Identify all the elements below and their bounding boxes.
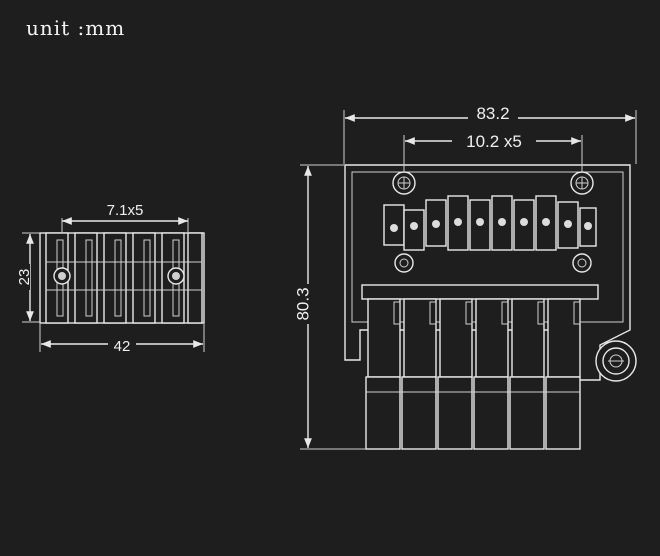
front-width-dimension: 42 (39, 324, 205, 355)
front-height-dimension: 23 (12, 232, 40, 323)
lower-left-mount-hole (394, 253, 414, 273)
top-right-mount-hole (570, 171, 594, 195)
top-view: 83.2 10.2 x5 80.3 (293, 103, 637, 450)
saddle-rail (361, 284, 599, 300)
top-spacing-label: 10.2 x5 (466, 132, 522, 151)
front-view: 7.1x5 23 42 (12, 202, 205, 355)
top-left-mount-hole (392, 171, 416, 195)
unit-label: unit :mm (26, 16, 126, 40)
top-view-saddles (367, 298, 581, 378)
front-right-screw (167, 267, 185, 285)
lower-right-mount-hole (572, 253, 592, 273)
front-spacing-dimension: 7.1x5 (61, 202, 189, 232)
top-spacing-dimension: 10.2 x5 (403, 128, 583, 172)
front-height-label: 23 (16, 269, 33, 286)
arm-socket (595, 340, 637, 382)
front-left-screw (53, 267, 71, 285)
saddle-tails (365, 376, 581, 450)
string-anchor-row (383, 195, 597, 251)
front-spacing-label: 7.1x5 (107, 202, 144, 219)
front-view-saddles (45, 232, 203, 324)
top-height-label: 80.3 (293, 287, 312, 320)
top-height-dimension: 80.3 (293, 164, 366, 450)
top-width-dimension: 83.2 (343, 103, 637, 164)
front-width-label: 42 (114, 338, 131, 355)
top-width-label: 83.2 (476, 104, 509, 123)
